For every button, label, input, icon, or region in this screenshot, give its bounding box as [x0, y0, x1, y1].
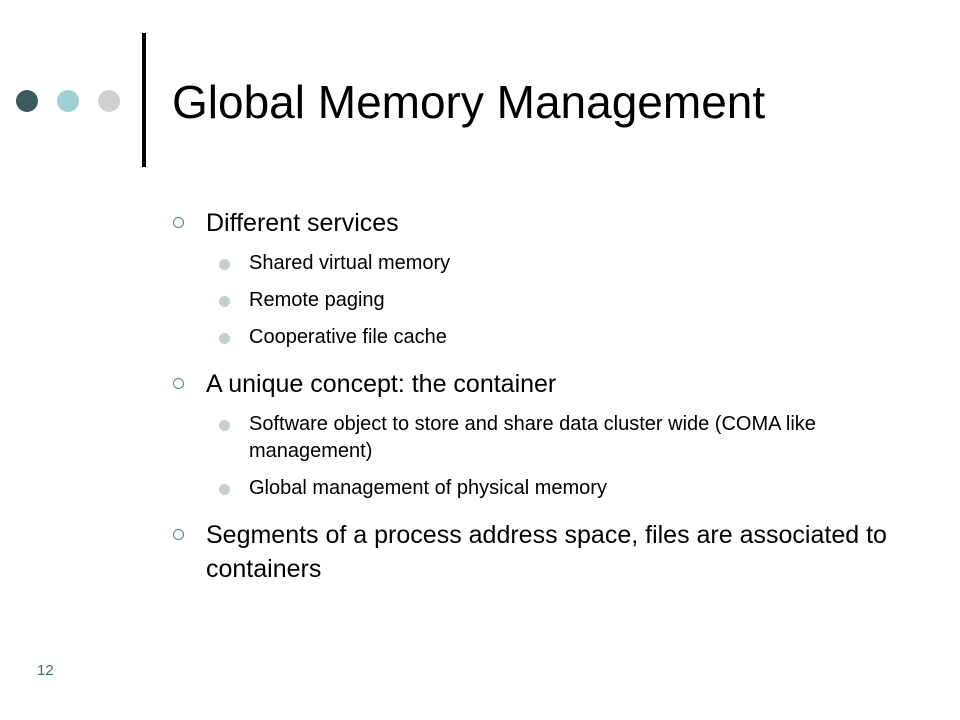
teal-dot-icon [57, 90, 79, 112]
gray-dot-icon [98, 90, 120, 112]
sub-bullet-text: Global management of physical memory [249, 477, 607, 499]
bullet-item: A unique concept: the container [170, 367, 890, 401]
sub-bullet-text: Remote paging [249, 289, 385, 311]
filled-circle-bullet-icon [219, 420, 230, 431]
filled-circle-bullet-icon [219, 484, 230, 495]
filled-circle-bullet-icon [219, 296, 230, 307]
sub-bullet-item: Remote paging [170, 287, 890, 314]
decorative-dots [16, 89, 139, 113]
sub-bullet-text: Cooperative file cache [249, 326, 447, 348]
filled-circle-bullet-icon [219, 259, 230, 270]
dark-dot-icon [16, 90, 38, 112]
hollow-circle-bullet-icon [173, 378, 184, 389]
bullet-text: Segments of a process address space, fil… [206, 521, 887, 583]
bullet-text: Different services [206, 209, 399, 237]
hollow-circle-bullet-icon [173, 217, 184, 228]
slide-title: Global Memory Management [172, 76, 766, 128]
sub-bullet-text: Software object to store and share data … [249, 413, 816, 462]
filled-circle-bullet-icon [219, 333, 230, 344]
page-number: 12 [37, 662, 54, 679]
bullet-item: Different services [170, 206, 890, 240]
bullet-list: Different services Shared virtual memory… [170, 206, 890, 586]
hollow-circle-bullet-icon [173, 529, 184, 540]
bullet-text: A unique concept: the container [206, 370, 557, 398]
sub-bullet-text: Shared virtual memory [249, 252, 451, 274]
sub-bullet-item: Shared virtual memory [170, 250, 890, 277]
bullet-item: Segments of a process address space, fil… [170, 518, 890, 586]
title-divider [142, 33, 146, 167]
sub-bullet-item: Global management of physical memory [170, 475, 890, 502]
sub-bullet-item: Software object to store and share data … [170, 411, 890, 465]
sub-bullet-item: Cooperative file cache [170, 324, 890, 351]
